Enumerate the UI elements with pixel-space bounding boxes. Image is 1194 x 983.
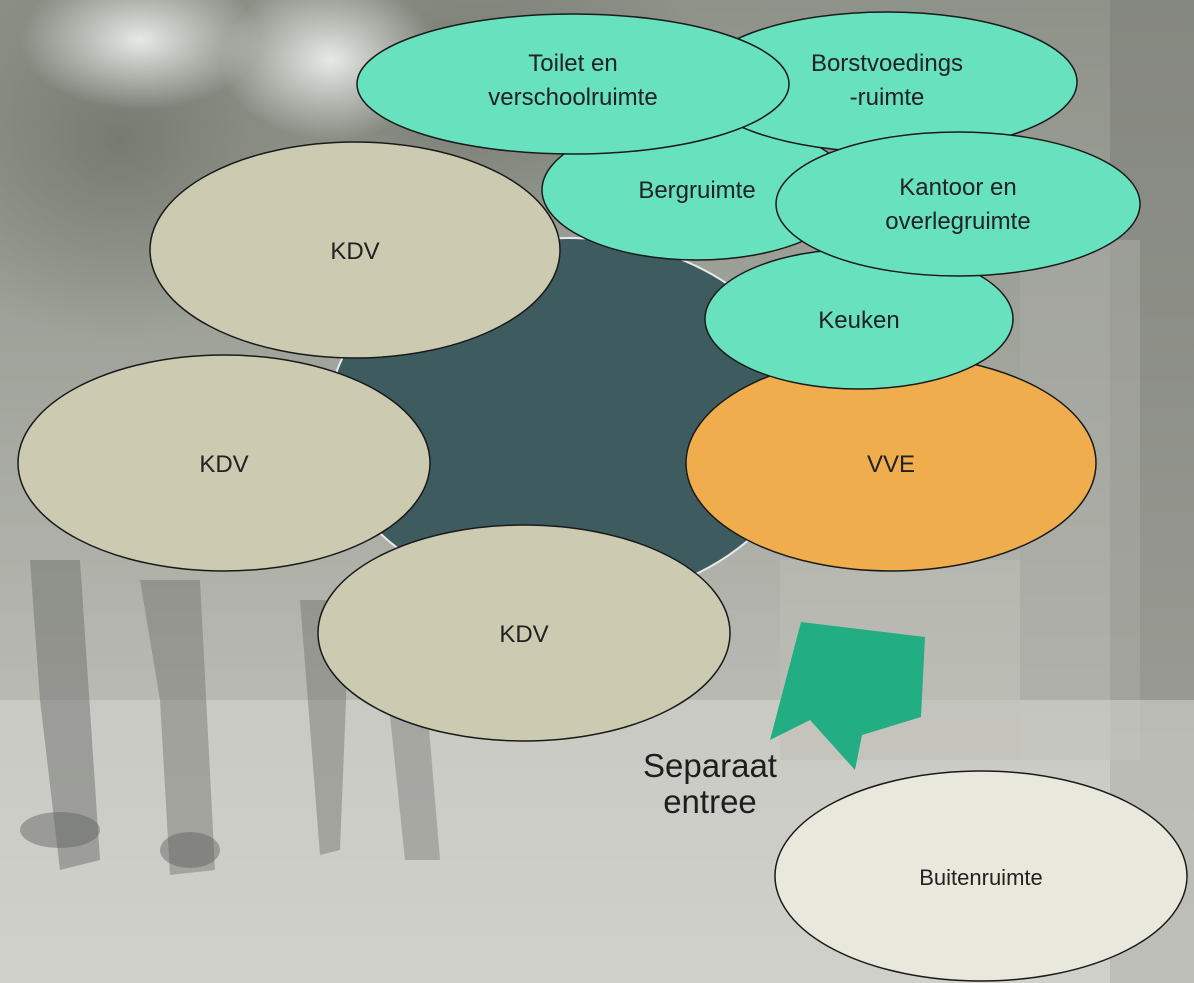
separate-entrance-line2: entree — [663, 783, 757, 820]
kdv-left-node — [17, 354, 431, 572]
kdv-left-label: KDV — [199, 451, 248, 478]
keuken-label: Keuken — [818, 307, 899, 334]
vve-label: VVE — [867, 451, 915, 478]
toilet-label-line1: Toilet en — [528, 50, 617, 77]
buitenruimte-label: Buitenruimte — [919, 865, 1043, 890]
bergruimte-label: Bergruimte — [638, 177, 755, 204]
toilet-verschoonruimte-node — [356, 13, 790, 155]
separate-entrance-label: Separaat entree — [600, 748, 820, 820]
buitenruimte-node — [774, 770, 1188, 982]
kantoor-label-line2: overlegruimte — [885, 208, 1030, 235]
separate-entrance-line1: Separaat — [643, 747, 777, 784]
kdv-bottom-node — [317, 524, 731, 742]
borstvoedingsruimte-label-line1: Borstvoedings — [811, 50, 963, 77]
arrow-up-right-icon — [770, 622, 925, 770]
toilet-label-line2: verschoolruimte — [488, 84, 657, 111]
kantoor-label-line1: Kantoor en — [899, 174, 1016, 201]
kantoor-overlegruimte-node — [775, 131, 1141, 277]
kdv-top-label: KDV — [330, 238, 379, 265]
kdv-top-node — [149, 141, 561, 359]
borstvoedingsruimte-label-line2: -ruimte — [850, 84, 925, 111]
kdv-bottom-label: KDV — [499, 621, 548, 648]
